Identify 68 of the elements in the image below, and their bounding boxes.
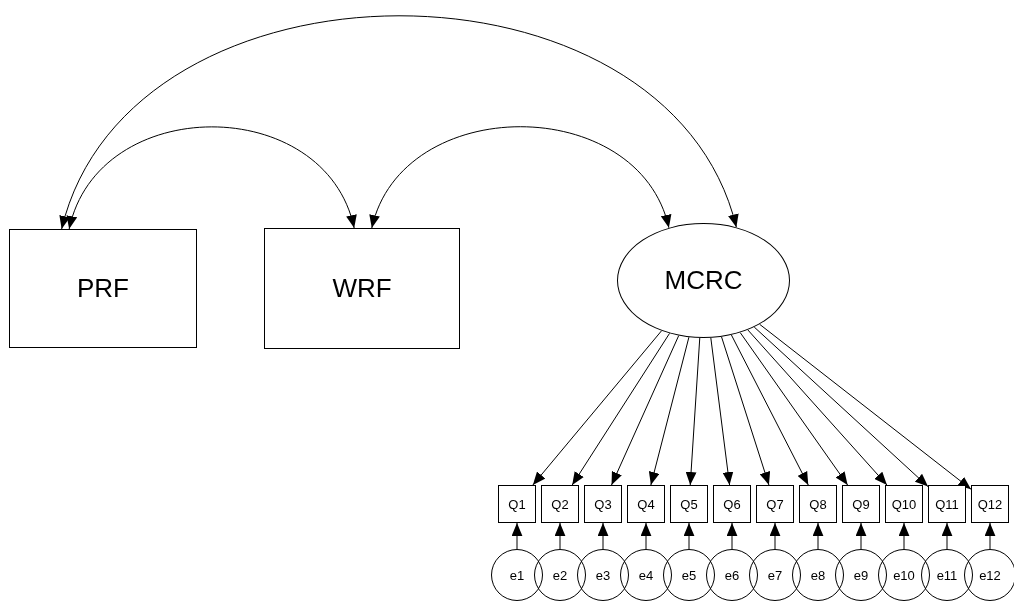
path-arrow (721, 336, 771, 486)
path-arrow (511, 522, 523, 550)
variable-label: Q8 (809, 496, 827, 512)
path-arrow (710, 337, 734, 486)
indicator-box (713, 485, 751, 523)
variable-label: e9 (853, 567, 869, 583)
indicator-box (627, 485, 665, 523)
path-arrow (611, 335, 680, 486)
indicator-box (928, 485, 966, 523)
variable-label: e7 (767, 567, 783, 583)
path-arrow (984, 522, 996, 550)
path-arrow (855, 522, 867, 550)
path-arrow (753, 326, 929, 488)
variable-label: Q5 (680, 496, 698, 512)
covariance-arrow (61, 15, 737, 230)
variable-label: Q12 (977, 496, 1003, 512)
variable-label: e5 (681, 567, 697, 583)
variable-label: WRF (332, 273, 392, 304)
path-arrow (941, 522, 953, 550)
path-arrow (683, 522, 695, 550)
variable-label: Q6 (723, 496, 741, 512)
variable-label: e12 (979, 567, 1001, 583)
variable-label: MCRC (664, 265, 743, 296)
indicator-box (971, 485, 1009, 523)
path-arrow (730, 334, 809, 486)
path-arrow (685, 337, 701, 486)
variable-label: e10 (893, 567, 915, 583)
variable-label: Q11 (935, 496, 959, 512)
indicator-box (842, 485, 880, 523)
variable-label: e6 (724, 567, 740, 583)
path-arrow (812, 522, 824, 550)
variable-label: Q1 (508, 496, 526, 512)
indicator-box (799, 485, 837, 523)
path-arrow (532, 330, 663, 486)
covariance-arrow (371, 126, 670, 229)
variable-label: e8 (810, 567, 826, 583)
path-arrow (554, 522, 566, 550)
indicator-box (885, 485, 923, 523)
indicator-box (584, 485, 622, 523)
path-arrow (571, 332, 671, 486)
covariance-arrow (68, 126, 355, 230)
observed-variable-box (264, 228, 460, 349)
path-arrow (640, 522, 652, 550)
variable-label: PRF (77, 273, 129, 304)
indicator-box (756, 485, 794, 523)
indicator-box (670, 485, 708, 523)
observed-variable-box (9, 229, 197, 348)
variable-label: Q9 (852, 496, 870, 512)
variable-label: Q2 (551, 496, 569, 512)
path-arrow (759, 323, 972, 490)
variable-label: Q7 (766, 496, 784, 512)
indicator-box (498, 485, 536, 523)
variable-label: e4 (638, 567, 654, 583)
path-arrow (648, 336, 690, 486)
variable-label: Q4 (637, 496, 655, 512)
path-arrow (739, 332, 849, 486)
path-arrow (597, 522, 609, 550)
path-arrow (898, 522, 910, 550)
variable-label: Q10 (891, 496, 917, 512)
variable-label: e11 (936, 567, 958, 583)
path-arrow (726, 522, 738, 550)
variable-label: Q3 (594, 496, 612, 512)
path-arrow (769, 522, 781, 550)
path-arrow (747, 329, 888, 486)
variable-label: e3 (595, 567, 611, 583)
indicator-box (541, 485, 579, 523)
variable-label: e1 (509, 567, 525, 583)
variable-label: e2 (552, 567, 568, 583)
